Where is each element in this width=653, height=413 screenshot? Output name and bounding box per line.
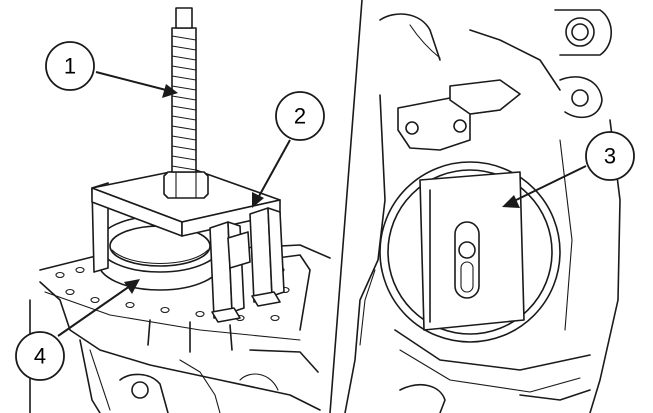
callout-4: 4 [15,279,140,381]
forcing-screw [163,7,209,199]
callout-3-label: 3 [604,144,616,169]
callout-4-label: 4 [34,344,46,369]
engine-housing-right [344,9,621,413]
engine-housing-left [29,244,331,413]
callout-3: 3 [502,131,635,208]
callout-2-label: 2 [294,104,306,129]
callout-1-label: 1 [64,54,76,79]
bolt-holes [55,264,290,322]
right-panel [344,9,621,413]
callout-1: 1 [45,41,178,98]
callout-2: 2 [252,91,325,208]
seal-bore [379,161,561,343]
left-panel [29,7,331,413]
panel-divider [329,0,363,413]
